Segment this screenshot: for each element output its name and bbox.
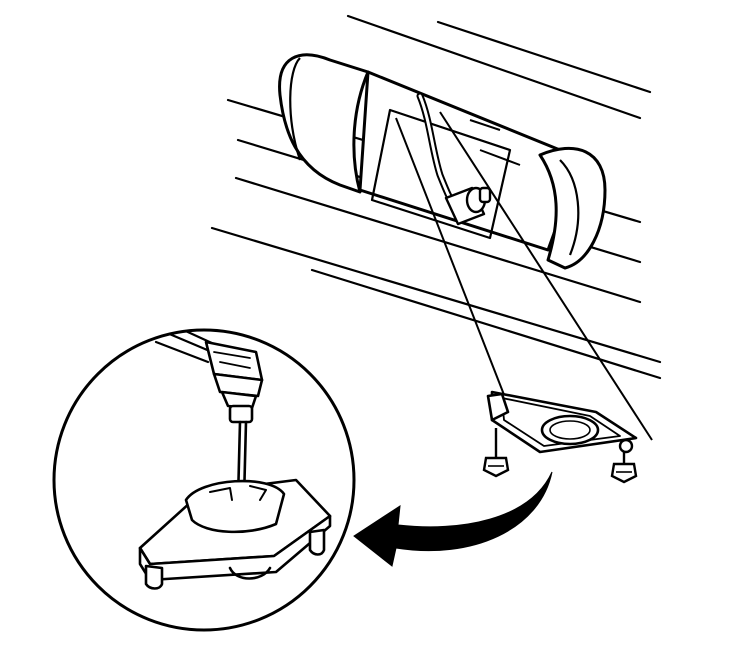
leader-lines: [395, 111, 653, 441]
lamp-socket: [444, 186, 492, 226]
detail-magnifier: [52, 328, 356, 632]
lens-gasket: [486, 390, 638, 454]
callout-arrow: [353, 471, 553, 567]
mounting-screw: [482, 428, 638, 484]
